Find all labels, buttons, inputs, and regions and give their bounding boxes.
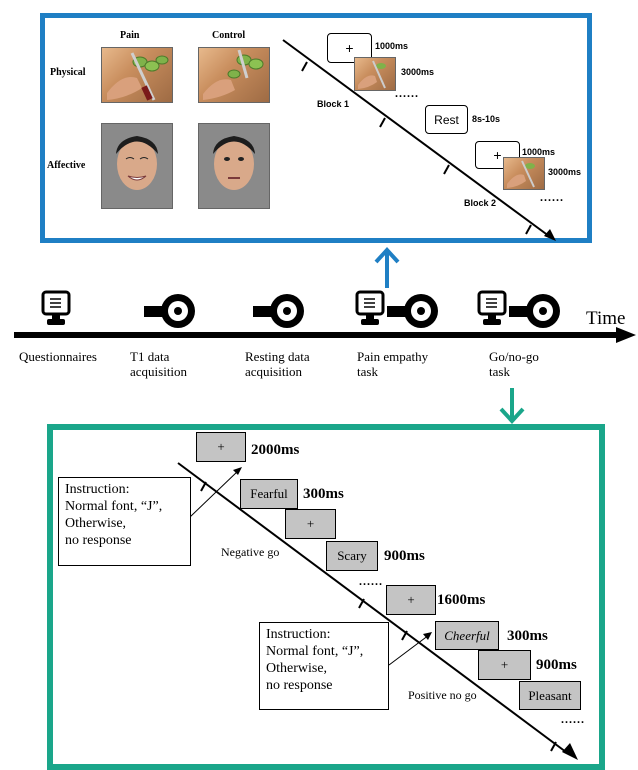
blue-up-arrow-icon [374,247,400,288]
step-resting-acquisition: Resting data acquisition [245,349,310,379]
stimulus-thumbnail-1 [354,57,396,91]
step-gonogo-line1: Go/no-go [489,349,539,364]
word-box-scary: Scary [326,541,378,571]
instruction-line-2: Normal font, “J”, [266,644,364,659]
block-1-label: Block 1 [317,99,350,109]
continuation-dots-1: ...... [395,86,419,100]
affective-row-label: Affective [47,160,86,171]
step-go-nogo: Go/no-go task [489,349,539,379]
step-pain-empathy: Pain empathy task [357,349,428,379]
step-questionnaires: Questionnaires [19,349,97,364]
step-t1-acquisition: T1 data acquisition [130,349,187,379]
duration-1600: 1600ms [437,592,486,608]
physical-control-image [198,47,270,103]
fixation-box-3: + [386,585,436,615]
green-down-arrow-icon [499,388,525,424]
mri-scanner-icon [253,294,304,328]
control-column-label: Control [212,30,246,41]
fixation-box-1: + [196,432,246,462]
step-resting-line2: acquisition [245,364,303,379]
mri-scanner-icon [144,294,195,328]
fixation-box-4: + [478,650,531,680]
positive-nogo-label: Positive no go [408,688,477,702]
word-box-fearful: Fearful [240,479,298,509]
rest-duration: 8s-10s [472,114,501,124]
duration-900-a: 900ms [384,548,425,564]
continuation-dots-2: ...... [540,190,564,204]
block-2-label: Block 2 [464,198,497,208]
pain-empathy-panel [40,13,592,243]
monitor-mri-icon [355,290,438,328]
step-pain-line1: Pain empathy [357,349,429,364]
instruction-line-4: no response [266,678,333,693]
continuation-dots-3: ...... [359,574,383,588]
step-t1-line2: acquisition [130,364,188,379]
affective-control-face [198,123,270,209]
instruction-box-1: Instruction: Normal font, “J”, Otherwise… [58,477,191,566]
fixation-duration-1: 1000ms [375,41,409,51]
step-pain-line2: task [357,364,378,379]
instruction-line-1: Instruction: [65,482,130,497]
physical-row-label: Physical [50,67,86,78]
instruction-line-2: Normal font, “J”, [65,499,163,514]
rest-box: Rest [425,105,468,134]
affective-pain-face [101,123,173,209]
fixation-duration-2: 1000ms [522,147,556,157]
monitor-icon [41,290,71,325]
word-box-cheerful: Cheerful [435,621,499,650]
instruction-line-3: Otherwise, [266,661,328,676]
time-axis-label: Time [586,308,626,329]
word-box-pleasant: Pleasant [519,681,581,710]
instruction-line-1: Instruction: [266,627,331,642]
duration-900-b: 900ms [536,657,577,673]
instruction-line-3: Otherwise, [65,516,127,531]
duration-300-a: 300ms [303,486,344,502]
physical-pain-image [101,47,173,103]
fixation-box-2: + [285,509,336,539]
step-t1-line1: T1 data [130,349,170,364]
instruction-box-2: Instruction: Normal font, “J”, Otherwise… [259,622,389,710]
duration-2000: 2000ms [251,442,300,458]
pain-column-label: Pain [120,30,140,41]
stimulus-thumbnail-2 [503,157,545,190]
stimulus-duration-1: 3000ms [401,67,435,77]
negative-go-label: Negative go [221,545,280,559]
duration-300-b: 300ms [507,628,548,644]
continuation-dots-4: ...... [561,712,585,726]
stimulus-duration-2: 3000ms [548,167,582,177]
step-resting-line1: Resting data [245,349,310,364]
instruction-line-4: no response [65,533,132,548]
step-gonogo-line2: task [489,364,510,379]
monitor-mri-icon [477,290,560,328]
